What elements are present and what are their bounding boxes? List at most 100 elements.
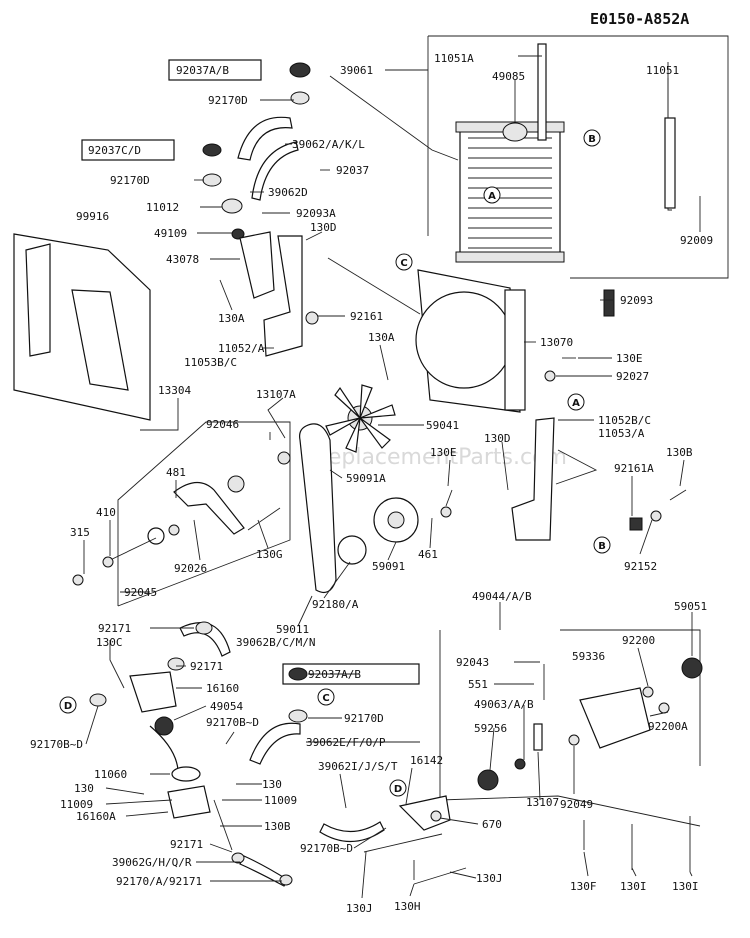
pin-13107: [533, 723, 543, 751]
thermostat-housing: [239, 231, 275, 299]
bolt-130g: [247, 507, 281, 531]
label-92200a: 92200A: [648, 720, 688, 733]
label-59091: 59091: [372, 560, 405, 573]
box-92037cd: [81, 139, 175, 161]
label-130e-mid: 130E: [430, 446, 457, 459]
pulley-92046: [227, 475, 245, 493]
label-130g: 130G: [256, 548, 283, 561]
lower-hose-c: [319, 821, 385, 843]
label-92043: 92043: [456, 656, 489, 669]
label-410: 410: [96, 506, 116, 519]
housing-16142: [398, 795, 451, 831]
svg-text:A: A: [572, 398, 580, 409]
label-11009-b: 11009: [264, 794, 297, 807]
callout-b2: B: [593, 536, 611, 554]
diagram-code: E0150-A852A: [590, 10, 689, 28]
label-92170d-2: 92170D: [110, 174, 150, 187]
label-130c: 130C: [96, 636, 123, 649]
bracket-kit-frame: [13, 233, 151, 421]
label-130d-top: 130D: [310, 221, 337, 234]
label-92093a: 92093A: [296, 207, 336, 220]
impeller-49054: [154, 716, 174, 736]
label-92037ab-mid: 92037A/B: [308, 668, 361, 681]
water-pump-body: [129, 671, 177, 713]
washer-92152: [650, 510, 662, 522]
label-92009: 92009: [680, 234, 713, 247]
fan-pulley-hub: [387, 511, 405, 529]
callout-c1: C: [395, 253, 413, 271]
nut-315: [72, 574, 84, 586]
label-92170bd-left: 92170B~D: [30, 738, 83, 751]
bolt-130b-right: [669, 489, 687, 501]
washer-461: [440, 506, 452, 518]
pin-49063: [514, 758, 526, 770]
label-43078: 43078: [166, 253, 199, 266]
cooling-fan: [325, 384, 396, 453]
alt-bracket: [511, 417, 555, 541]
radiator-cap: [502, 122, 528, 142]
label-59256: 59256: [474, 722, 507, 735]
label-130h: 130H: [394, 900, 421, 913]
collar-92200: [642, 686, 654, 698]
label-13304: 13304: [158, 384, 191, 397]
radiator-bottom-tank: [455, 251, 565, 263]
label-92171-3: 92171: [170, 838, 203, 851]
tensioner-frame: [117, 421, 291, 607]
thermostat-cap: [221, 198, 243, 214]
label-92200: 92200: [622, 634, 655, 647]
label-92161a: 92161A: [614, 462, 654, 475]
callout-d2: D: [389, 779, 407, 797]
label-670: 670: [482, 818, 502, 831]
bracket-kit-part-right: [71, 289, 129, 391]
label-92170a92171: 92170/A/92171: [116, 875, 202, 888]
label-315: 315: [70, 526, 90, 539]
pipe-92171: [213, 799, 233, 851]
label-92093: 92093: [620, 294, 653, 307]
label-92037cd: 92037C/D: [88, 144, 141, 157]
lower-hose-b: [249, 722, 301, 765]
bracket-kit-part-left: [25, 243, 51, 357]
fan-belt: [299, 423, 337, 593]
label-49044ab: 49044/A/B: [472, 590, 532, 603]
label-39062akl: 39062/A/K/L: [292, 138, 365, 151]
radiator-core: [459, 129, 561, 256]
label-130a-right: 130A: [368, 331, 395, 344]
label-13107: 13107: [526, 796, 559, 809]
label-92161: 92161: [350, 310, 383, 323]
label-39062d: 39062D: [268, 186, 308, 199]
label-130i-a: 130I: [620, 880, 647, 893]
svg-text:C: C: [400, 258, 407, 269]
tensioner-arm: [173, 481, 245, 535]
callout-a2: A: [567, 393, 585, 411]
gear-case-59336: [579, 687, 651, 749]
label-92170d-mid: 92170D: [344, 712, 384, 725]
svg-text:B: B: [598, 541, 606, 552]
label-130e-top: 130E: [616, 352, 643, 365]
gear-59256: [477, 769, 499, 791]
label-49085: 49085: [492, 70, 525, 83]
label-461: 461: [418, 548, 438, 561]
label-11012: 11012: [146, 201, 179, 214]
radiator-bracket: [263, 235, 303, 357]
label-16160a: 16160A: [76, 810, 116, 823]
leader-lines: [83, 55, 701, 899]
bolt-92049: [568, 734, 580, 746]
label-13107a: 13107A: [256, 388, 296, 401]
label-39062ijst: 39062I/J/S/T: [318, 760, 398, 773]
label-16160: 16160: [206, 682, 239, 695]
label-16142: 16142: [410, 754, 443, 767]
label-59336: 59336: [572, 650, 605, 663]
label-92152: 92152: [624, 560, 657, 573]
oil-pump-frame-left: [439, 630, 701, 827]
pump-cover-16160a: [167, 785, 211, 819]
label-59051: 59051: [674, 600, 707, 613]
svg-text:D: D: [394, 784, 402, 795]
idler-pulley-92045: [147, 527, 165, 545]
svg-text:C: C: [322, 693, 329, 704]
label-92170bd-mid: 92170B~D: [206, 716, 259, 729]
label-49054: 49054: [210, 700, 243, 713]
box-92037ab-mid: [282, 663, 420, 685]
label-92037ab-top: 92037A/B: [176, 64, 229, 77]
label-11060: 11060: [94, 768, 127, 781]
